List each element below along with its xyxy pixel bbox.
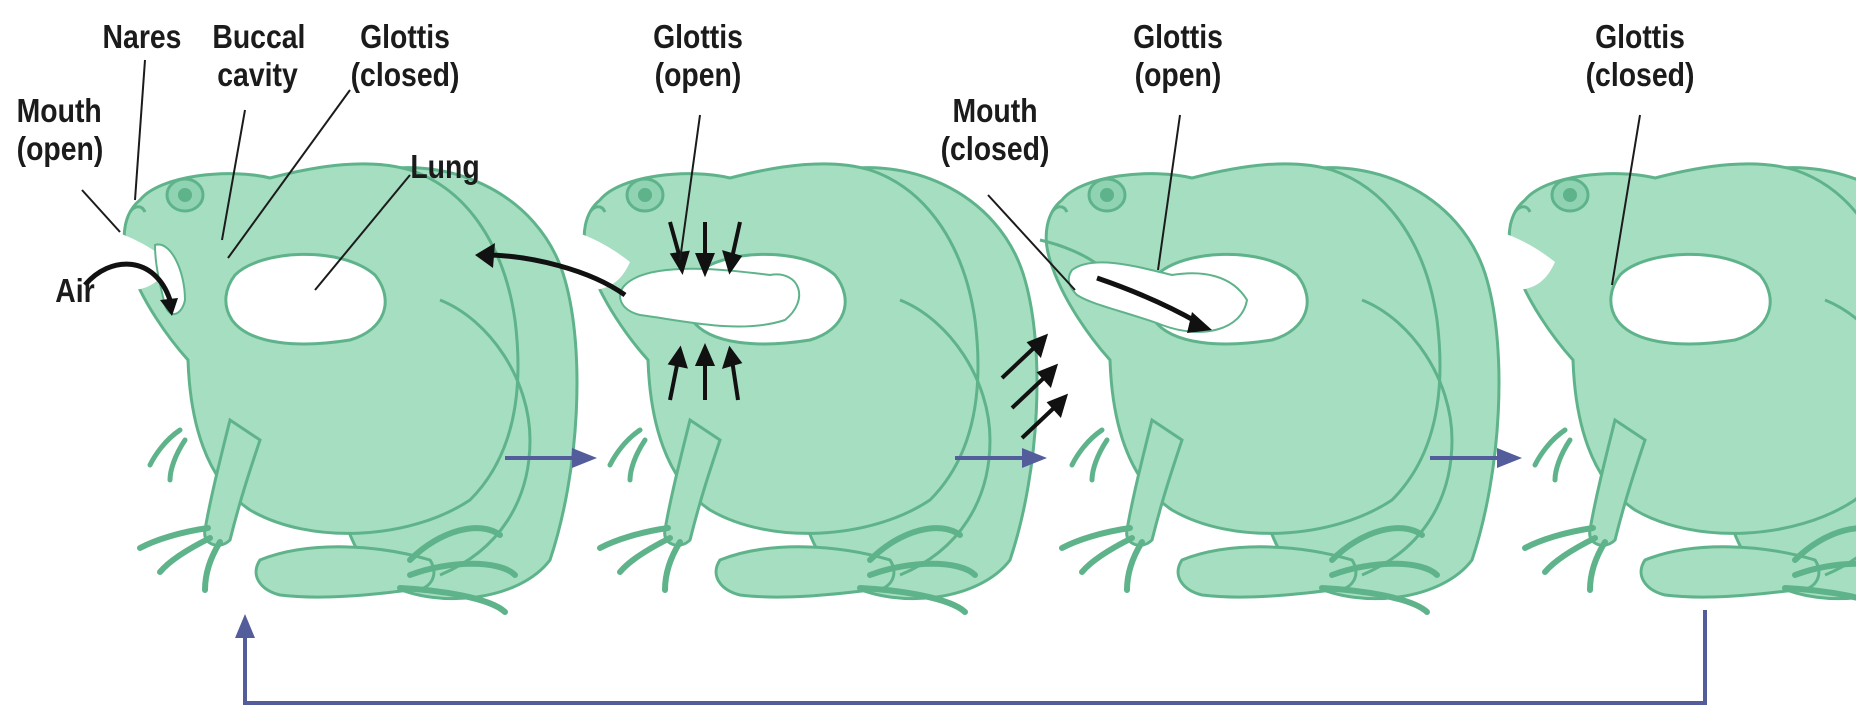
frog-panel-4 <box>1500 164 1856 612</box>
label-nares: Nares <box>99 18 185 56</box>
label-glottis-open-3: Glottis(open) <box>1126 18 1229 94</box>
label-mouth-closed: Mouth(closed) <box>939 92 1051 168</box>
frog-panel-1 <box>85 164 577 612</box>
label-glottis-open-2: Glottis(open) <box>646 18 749 94</box>
label-glottis-closed-4: Glottis(closed) <box>1580 18 1700 94</box>
label-air: Air <box>45 272 105 310</box>
label-mouth-open: Mouth(open) <box>17 92 99 168</box>
label-lung: Lung <box>406 148 483 186</box>
frog-panel-3 <box>1002 164 1499 612</box>
label-glottis-closed-1: Glottis(closed) <box>345 18 465 94</box>
